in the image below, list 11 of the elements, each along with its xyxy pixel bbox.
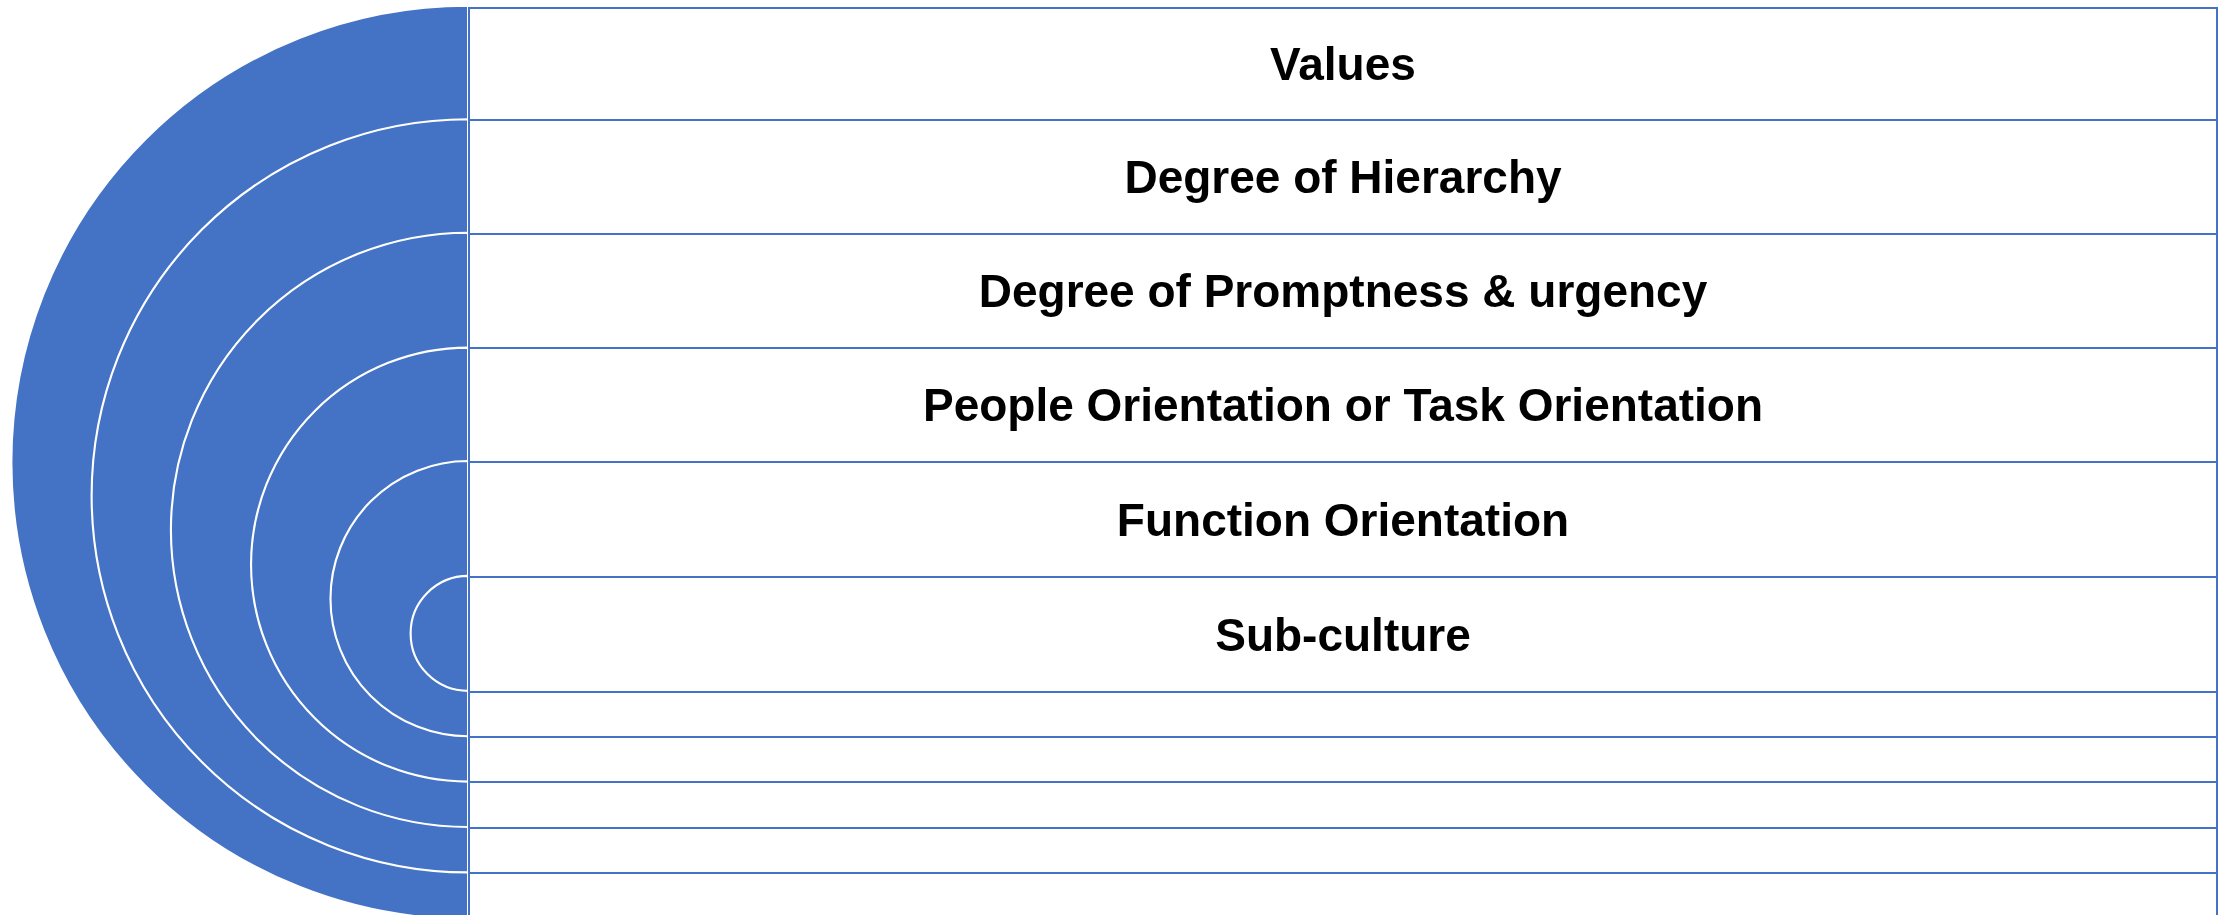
list-row: People Orientation or Task Orientation (468, 347, 2218, 463)
list-row: Degree of Hierarchy (468, 119, 2218, 235)
empty-row (468, 736, 2218, 783)
list-row: Degree of Promptness & urgency (468, 233, 2218, 349)
list-row: Values (468, 7, 2218, 121)
empty-row (468, 827, 2218, 874)
list-row: Function Orientation (468, 461, 2218, 578)
empty-row (468, 781, 2218, 829)
empty-row (468, 872, 2218, 915)
list-row: Sub-culture (468, 576, 2218, 693)
empty-row (468, 691, 2218, 738)
